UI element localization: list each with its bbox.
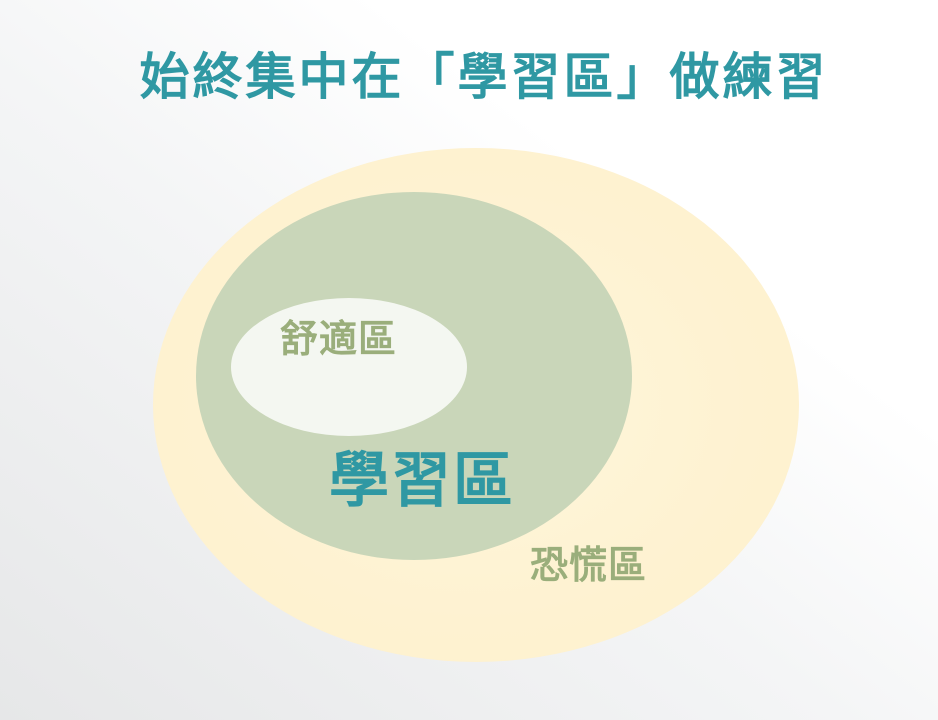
slide-title: 始終集中在「學習區」做練習 (139, 48, 829, 106)
learning-zone-label: 學習區 (329, 446, 515, 516)
panic-zone-label: 恐慌區 (530, 543, 648, 587)
comfort-zone-label: 舒適區 (280, 317, 398, 361)
comfort-zone-ellipse (231, 298, 467, 436)
